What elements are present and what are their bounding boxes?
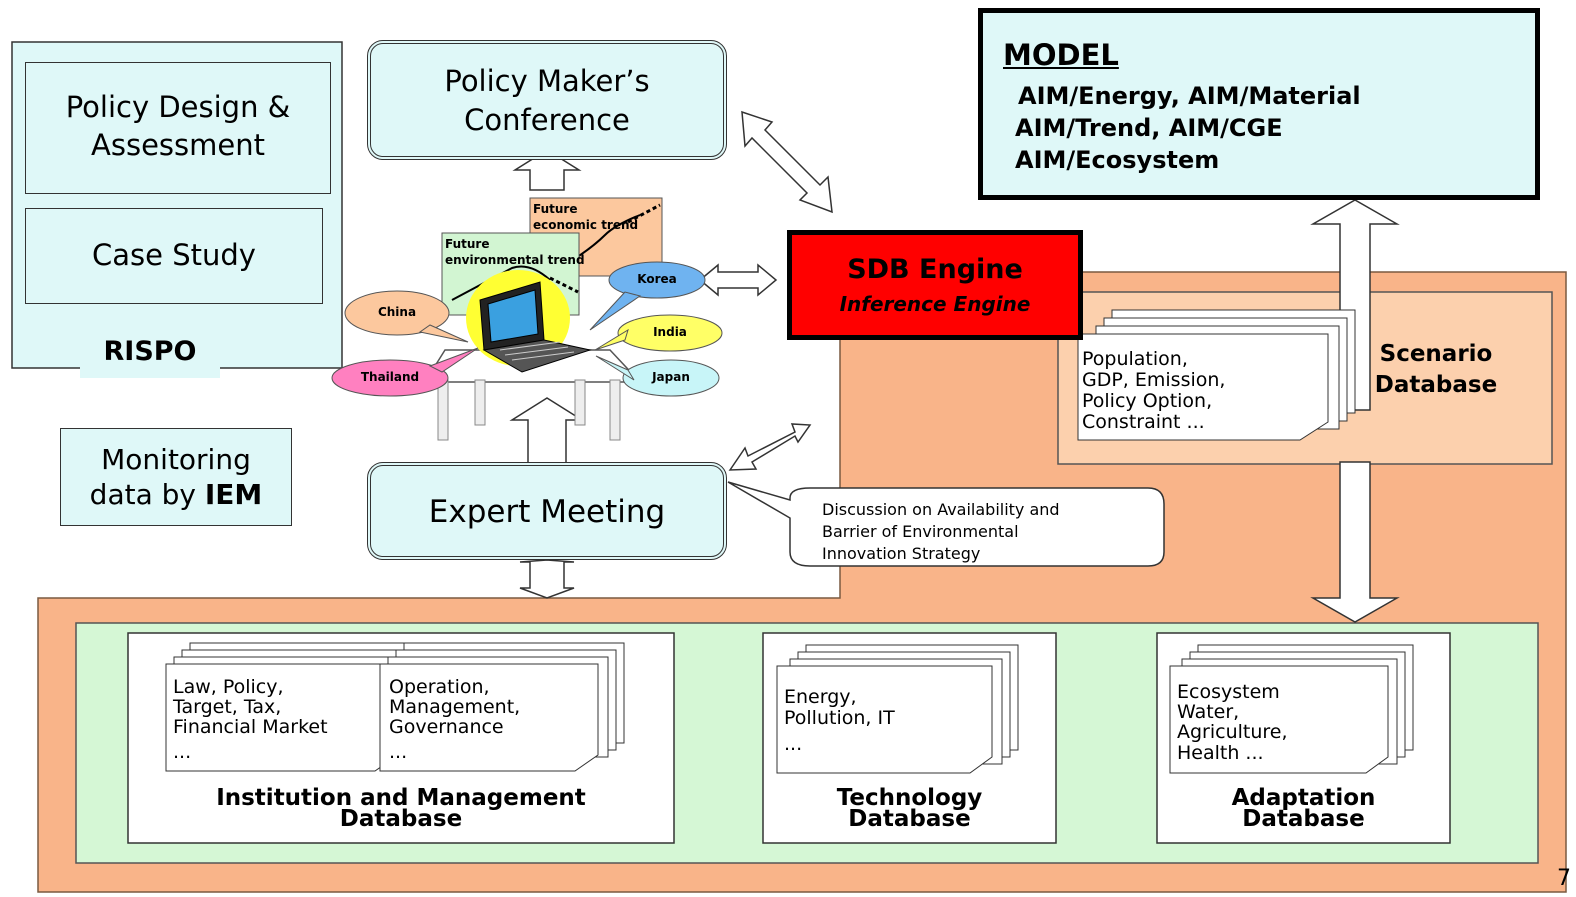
adaptation-item: Agriculture, [1177, 721, 1288, 743]
adaptation-label-line1: Adaptation [1231, 785, 1376, 811]
scenario-item: Constraint ... [1082, 411, 1205, 433]
institution-left-stack [165, 642, 413, 772]
institution-label-line1: Institution and Management [216, 785, 586, 811]
conference-line2: Conference [464, 103, 630, 137]
model-box [978, 8, 1540, 200]
scenario-item: Policy Option, [1082, 390, 1213, 412]
callout-line3: Innovation Strategy [822, 544, 981, 563]
policy-design-label-line2: Assessment [91, 128, 265, 162]
monitoring-box [60, 428, 292, 526]
expert-up-arrow [509, 397, 585, 466]
case-study-box [25, 208, 323, 304]
model-title: MODEL [1003, 38, 1119, 72]
monitoring-line1: Monitoring [101, 443, 251, 476]
institution-left-item: Financial Market [173, 716, 328, 738]
institution-left-item: Target, Tax, [173, 696, 282, 718]
institution-right-item: Governance [389, 716, 504, 738]
adaptation-item: Ecosystem [1177, 681, 1280, 703]
technology-stack [776, 644, 1019, 774]
policy-design-label-line1: Policy Design & [65, 90, 291, 124]
conference-sdb-arrow [741, 110, 833, 214]
scenario-document-stack [1077, 309, 1356, 441]
expert-callout-bubble [727, 481, 1165, 567]
expert-meeting-box [367, 462, 727, 560]
callout-line2: Barrier of Environmental [822, 522, 1019, 541]
country-india: India [653, 325, 687, 339]
scenario-item: Population, [1082, 348, 1188, 370]
adaptation-item: Health ... [1177, 742, 1264, 764]
model-scenario-arrow [1310, 199, 1400, 411]
country-china: China [377, 305, 417, 319]
japan-bubble [622, 359, 720, 397]
country-thailand: Thailand [360, 370, 420, 384]
technology-item: Pollution, IT [784, 707, 895, 729]
scenario-adaptation-arrow [1310, 461, 1400, 623]
adaptation-label-line2: Database [1242, 806, 1365, 832]
policy-design-box [25, 62, 331, 194]
model-line1: AIM/Energy, AIM/Material [1018, 82, 1361, 110]
korea-bubble [608, 261, 706, 299]
institution-left-item: Law, Policy, [173, 676, 284, 698]
technology-label-line1: Technology [836, 785, 983, 811]
monitoring-line2: data by IEM [60, 478, 292, 511]
table-leg [437, 379, 449, 441]
adaptation-stack [1169, 644, 1414, 774]
table-leg [574, 379, 586, 426]
expert-sdb-arrow [728, 423, 812, 471]
expert-down-arrow [519, 559, 575, 599]
economic-trend-label-line1: Future [533, 202, 578, 216]
technology-item: Energy, [784, 686, 857, 708]
india-bubble-tail [594, 328, 629, 351]
institution-right-stack [379, 642, 625, 772]
callout-line1: Discussion on Availability and [822, 500, 1060, 519]
technology-label-line2: Database [848, 806, 971, 832]
adaptation-item: Water, [1177, 701, 1240, 723]
sdb-engine-subtitle: Inference Engine [839, 292, 1031, 316]
rispo-label: RISPO [103, 336, 197, 367]
environmental-trend-line [451, 265, 551, 301]
korea-sdb-arrow [698, 263, 778, 297]
china-bubble-tail [418, 324, 469, 343]
institution-right-item: ... [389, 741, 408, 763]
institution-left-item: ... [173, 741, 192, 763]
economic-trend-dotted [627, 203, 661, 224]
environmental-trend-dotted [549, 276, 579, 294]
scenario-label-line1: Scenario [1379, 341, 1493, 367]
conference-line1: Policy Maker’s [444, 64, 650, 98]
institution-right-item: Operation, [389, 676, 490, 698]
rispo-label-box [80, 330, 220, 378]
india-bubble [617, 314, 723, 352]
conference-up-arrow [512, 149, 582, 191]
case-study-label: Case Study [92, 238, 256, 272]
environmental-trend-label-line1: Future [445, 237, 490, 251]
model-line2: AIM/Trend, AIM/CGE [1015, 114, 1283, 142]
conference-box [367, 40, 727, 160]
thailand-bubble-tail [428, 347, 479, 373]
table-leg [609, 379, 621, 441]
technology-item: ... [784, 733, 803, 755]
monitoring-line2-prefix: data by [89, 478, 205, 511]
economic-trend-label-line2: economic trend [533, 218, 639, 232]
table-leg [474, 379, 486, 426]
monitoring-iem: IEM [204, 478, 263, 511]
sdb-engine-box [787, 230, 1083, 340]
model-line3: AIM/Ecosystem [1015, 146, 1220, 174]
thailand-bubble [331, 359, 449, 397]
country-japan: Japan [652, 370, 690, 384]
environmental-trend-label-line2: environmental trend [445, 253, 585, 267]
japan-bubble-tail [595, 355, 635, 381]
page-number: 7 [1557, 866, 1571, 891]
institution-right-item: Management, [389, 696, 521, 718]
china-bubble [344, 290, 450, 336]
country-korea: Korea [637, 272, 677, 286]
institution-label-line2: Database [339, 806, 463, 832]
sdb-engine-title: SDB Engine [847, 254, 1023, 285]
korea-bubble-tail [589, 291, 642, 331]
scenario-item: GDP, Emission, [1082, 369, 1226, 391]
laptop-icon [479, 281, 592, 373]
scenario-label-line2: Database [1374, 372, 1498, 398]
expert-meeting-label: Expert Meeting [428, 494, 666, 530]
